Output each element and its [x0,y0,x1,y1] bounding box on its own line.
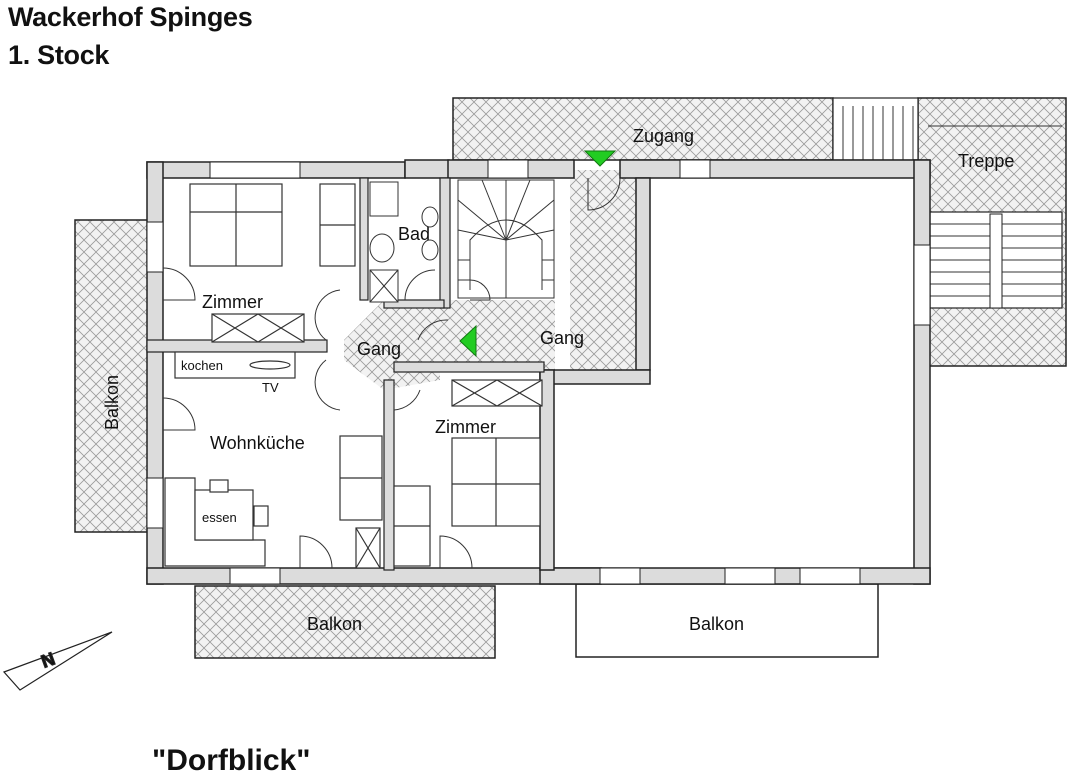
plan-title: Wackerhof Spinges [8,2,253,32]
doors [162,177,621,569]
storage-cabinet [355,527,381,569]
floor-label: 1. Stock [8,40,110,70]
room-label-balkon-west: Balkon [102,375,122,430]
furniture-label-essen: essen [202,510,237,525]
room-label-zimmer-1: Zimmer [202,292,263,312]
balcony-west [74,219,151,533]
room-label-zimmer-2: Zimmer [435,417,496,437]
dining-area [164,477,269,567]
apartment-entrance-arrow-icon [459,324,477,358]
sofa [339,435,383,521]
windows [146,159,931,585]
interior-walls [146,177,545,571]
room-label-wohnkueche: Wohnküche [210,433,305,453]
furniture-label-kochen: kochen [181,358,223,373]
wardrobe-2 [451,379,543,407]
room-labels: Zimmer Bad Gang Gang Wohnküche Zimmer Zu… [102,126,1014,634]
balcony-south-west [194,585,496,659]
room-label-gang-2: Gang [540,328,584,348]
gang-hatched-areas [344,170,636,390]
spiral-staircase [457,179,555,299]
kitchen-counter [174,351,296,379]
balcony-south-east [575,583,879,658]
north-arrow-icon: N [2,631,113,691]
room-label-balkon-south: Balkon [307,614,362,634]
room-label-treppe: Treppe [958,151,1014,171]
stairwell-treppe [832,97,1067,367]
double-bed-1 [189,183,356,267]
wardrobe-1 [211,313,305,343]
apartment-name: "Dorfblick" [152,744,311,777]
bathroom-fixtures [369,181,439,303]
double-bed-2 [393,437,541,567]
room-label-gang-1: Gang [357,339,401,359]
room-label-zugang: Zugang [633,126,694,146]
room-label-balkon-east: Balkon [689,614,744,634]
room-label-bad: Bad [398,224,430,244]
entrance-arrow-icon [583,150,617,167]
furniture-label-tv: TV [262,380,279,395]
